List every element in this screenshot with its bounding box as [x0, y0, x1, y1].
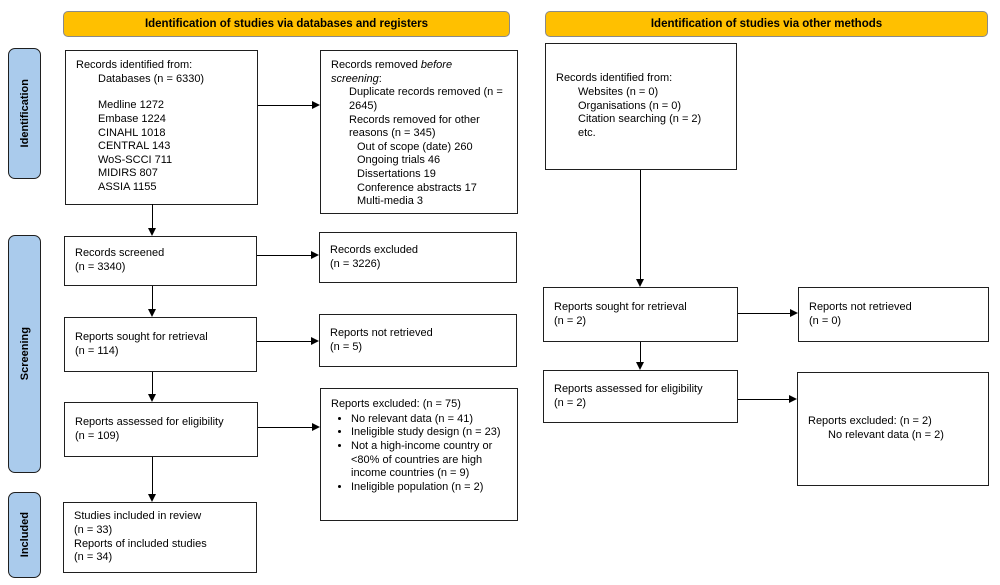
other-source: etc.	[578, 126, 596, 139]
arrow-screened-to-excluded	[257, 250, 319, 259]
records-removed-title-italic1: before	[420, 59, 453, 71]
studies-included-count: (n = 33)	[74, 523, 113, 536]
reports-sought-count: (n = 114)	[75, 344, 119, 357]
other-source: Organisations (n = 0)	[578, 99, 682, 112]
arrow-identified-to-removed	[258, 100, 320, 109]
reports-excluded-title: Reports excluded: (n = 75)	[331, 398, 461, 410]
header-databases-registers-label: Identification of studies via databases …	[144, 18, 429, 30]
db-source: Medline 1272	[98, 99, 165, 112]
reports-included-label: Reports of included studies	[74, 537, 207, 550]
records-removed-title-prefix: Records removed	[331, 59, 421, 71]
db-source: ASSIA 1155	[98, 181, 157, 193]
records-screened-label: Records screened	[75, 247, 165, 260]
db-source: MIDIRS 807	[98, 167, 158, 180]
box-reports-excluded-other: Reports excluded: (n = 2) No relevant da…	[797, 372, 989, 486]
records-identified-databases-count: Databases (n = 6330)	[98, 72, 205, 85]
box-records-removed-before-screening: Records removed before screening: Duplic…	[320, 50, 518, 214]
records-removed-title-suffix: :	[378, 72, 382, 85]
excluded-reason: Ineligible population (n = 2)	[351, 481, 512, 495]
db-source: WoS-SCCI 711	[98, 153, 173, 166]
records-excluded-count: (n = 3226)	[330, 257, 381, 270]
arrow-sought-to-not-retrieved	[257, 336, 319, 345]
reports-excluded-other-title: Reports excluded: (n = 2)	[808, 415, 932, 428]
other-source: Citation searching (n = 2)	[578, 113, 702, 126]
stage-included-label: Included	[18, 512, 31, 558]
other-identified-line: Records identified from:	[556, 72, 673, 85]
reports-assessed-label: Reports assessed for eligibility	[75, 415, 224, 428]
excluded-reason: No relevant data (n = 41)	[351, 413, 512, 427]
box-records-identified-databases: Records identified from: Databases (n = …	[65, 50, 258, 205]
reports-assessed-other-count: (n = 2)	[554, 396, 587, 409]
records-removed-title-line2: screening:	[331, 73, 511, 87]
duplicates-removed-line: Duplicate records removed (n = 2645)	[349, 86, 503, 112]
stage-screening: Screening	[8, 235, 41, 473]
records-removed-title-italic2: screening	[331, 72, 379, 85]
reports-sought-other-label: Reports sought for retrieval	[554, 300, 687, 313]
reports-not-retrieved-other-label: Reports not retrieved	[809, 300, 912, 313]
arrow-assessed-to-included	[147, 457, 156, 502]
arrow-assessed-to-excluded	[258, 422, 320, 431]
stage-identification: Identification	[8, 48, 41, 179]
other-reasons-line: Records removed for other reasons (n = 3…	[349, 113, 480, 140]
box-records-identified-other: Records identified from: Websites (n = 0…	[545, 43, 737, 170]
reports-assessed-count: (n = 109)	[75, 429, 120, 442]
studies-included-label: Studies included in review	[74, 510, 202, 523]
arrow-sought-to-assessed	[147, 372, 156, 402]
reports-excluded-other-reason: No relevant data (n = 2)	[828, 429, 944, 441]
box-records-excluded: Records excluded (n = 3226)	[319, 232, 517, 283]
reports-assessed-other-label: Reports assessed for eligibility	[554, 382, 703, 395]
header-other-methods: Identification of studies via other meth…	[545, 11, 988, 37]
arrow-other-identified-to-sought	[635, 170, 644, 287]
removed-reason: Multi-media 3	[357, 195, 424, 208]
header-databases-registers: Identification of studies via databases …	[63, 11, 510, 37]
reports-sought-label: Reports sought for retrieval	[75, 330, 208, 343]
db-source: Embase 1224	[98, 112, 166, 125]
removed-reason: Ongoing trials 46	[357, 154, 441, 167]
stage-identification-label: Identification	[18, 79, 31, 148]
reports-included-count: (n = 34)	[74, 551, 113, 564]
box-reports-sought-other: Reports sought for retrieval (n = 2)	[543, 287, 738, 342]
box-reports-assessed: Reports assessed for eligibility (n = 10…	[64, 402, 258, 457]
db-source: CENTRAL 143	[98, 140, 171, 153]
records-removed-title-line1: Records removed before	[331, 59, 511, 73]
arrow-other-sought-to-assessed	[635, 342, 644, 370]
records-excluded-label: Records excluded	[330, 243, 419, 256]
stage-included: Included	[8, 492, 41, 578]
records-identified-line: Records identified from:	[76, 59, 193, 71]
arrow-other-sought-to-not-retrieved	[738, 308, 798, 317]
reports-not-retrieved-other-count: (n = 0)	[809, 314, 842, 327]
excluded-reason: Ineligible study design (n = 23)	[351, 426, 512, 440]
records-screened-count: (n = 3340)	[75, 261, 126, 273]
excluded-reason: Not a high-income country or <80% of cou…	[351, 440, 512, 481]
db-source: CINAHL 1018	[98, 126, 166, 139]
removed-reason: Dissertations 19	[357, 168, 436, 180]
reports-not-retrieved-count: (n = 5)	[330, 340, 363, 353]
box-studies-included: Studies included in review (n = 33) Repo…	[63, 502, 257, 573]
box-reports-sought: Reports sought for retrieval (n = 114)	[64, 317, 257, 372]
reports-sought-other-count: (n = 2)	[554, 314, 587, 327]
box-records-screened: Records screened (n = 3340)	[64, 236, 257, 286]
box-reports-not-retrieved: Reports not retrieved (n = 5)	[319, 314, 517, 367]
removed-reason: Conference abstracts 17	[357, 181, 477, 194]
spacer	[76, 86, 251, 99]
stage-screening-label: Screening	[18, 327, 31, 381]
arrow-screened-to-sought	[147, 286, 156, 317]
reports-excluded-reason-list: No relevant data (n = 41) Ineligible stu…	[331, 413, 512, 495]
arrow-identified-to-screened	[147, 204, 156, 236]
box-reports-not-retrieved-other: Reports not retrieved (n = 0)	[798, 287, 989, 342]
box-reports-assessed-other: Reports assessed for eligibility (n = 2)	[543, 370, 738, 423]
box-reports-excluded-eligibility: Reports excluded: (n = 75) No relevant d…	[320, 388, 518, 521]
removed-reason: Out of scope (date) 260	[357, 140, 473, 153]
reports-not-retrieved-label: Reports not retrieved	[330, 326, 433, 339]
other-source: Websites (n = 0)	[578, 86, 659, 99]
header-other-methods-label: Identification of studies via other meth…	[650, 18, 883, 30]
arrow-other-assessed-to-excluded	[738, 394, 797, 403]
